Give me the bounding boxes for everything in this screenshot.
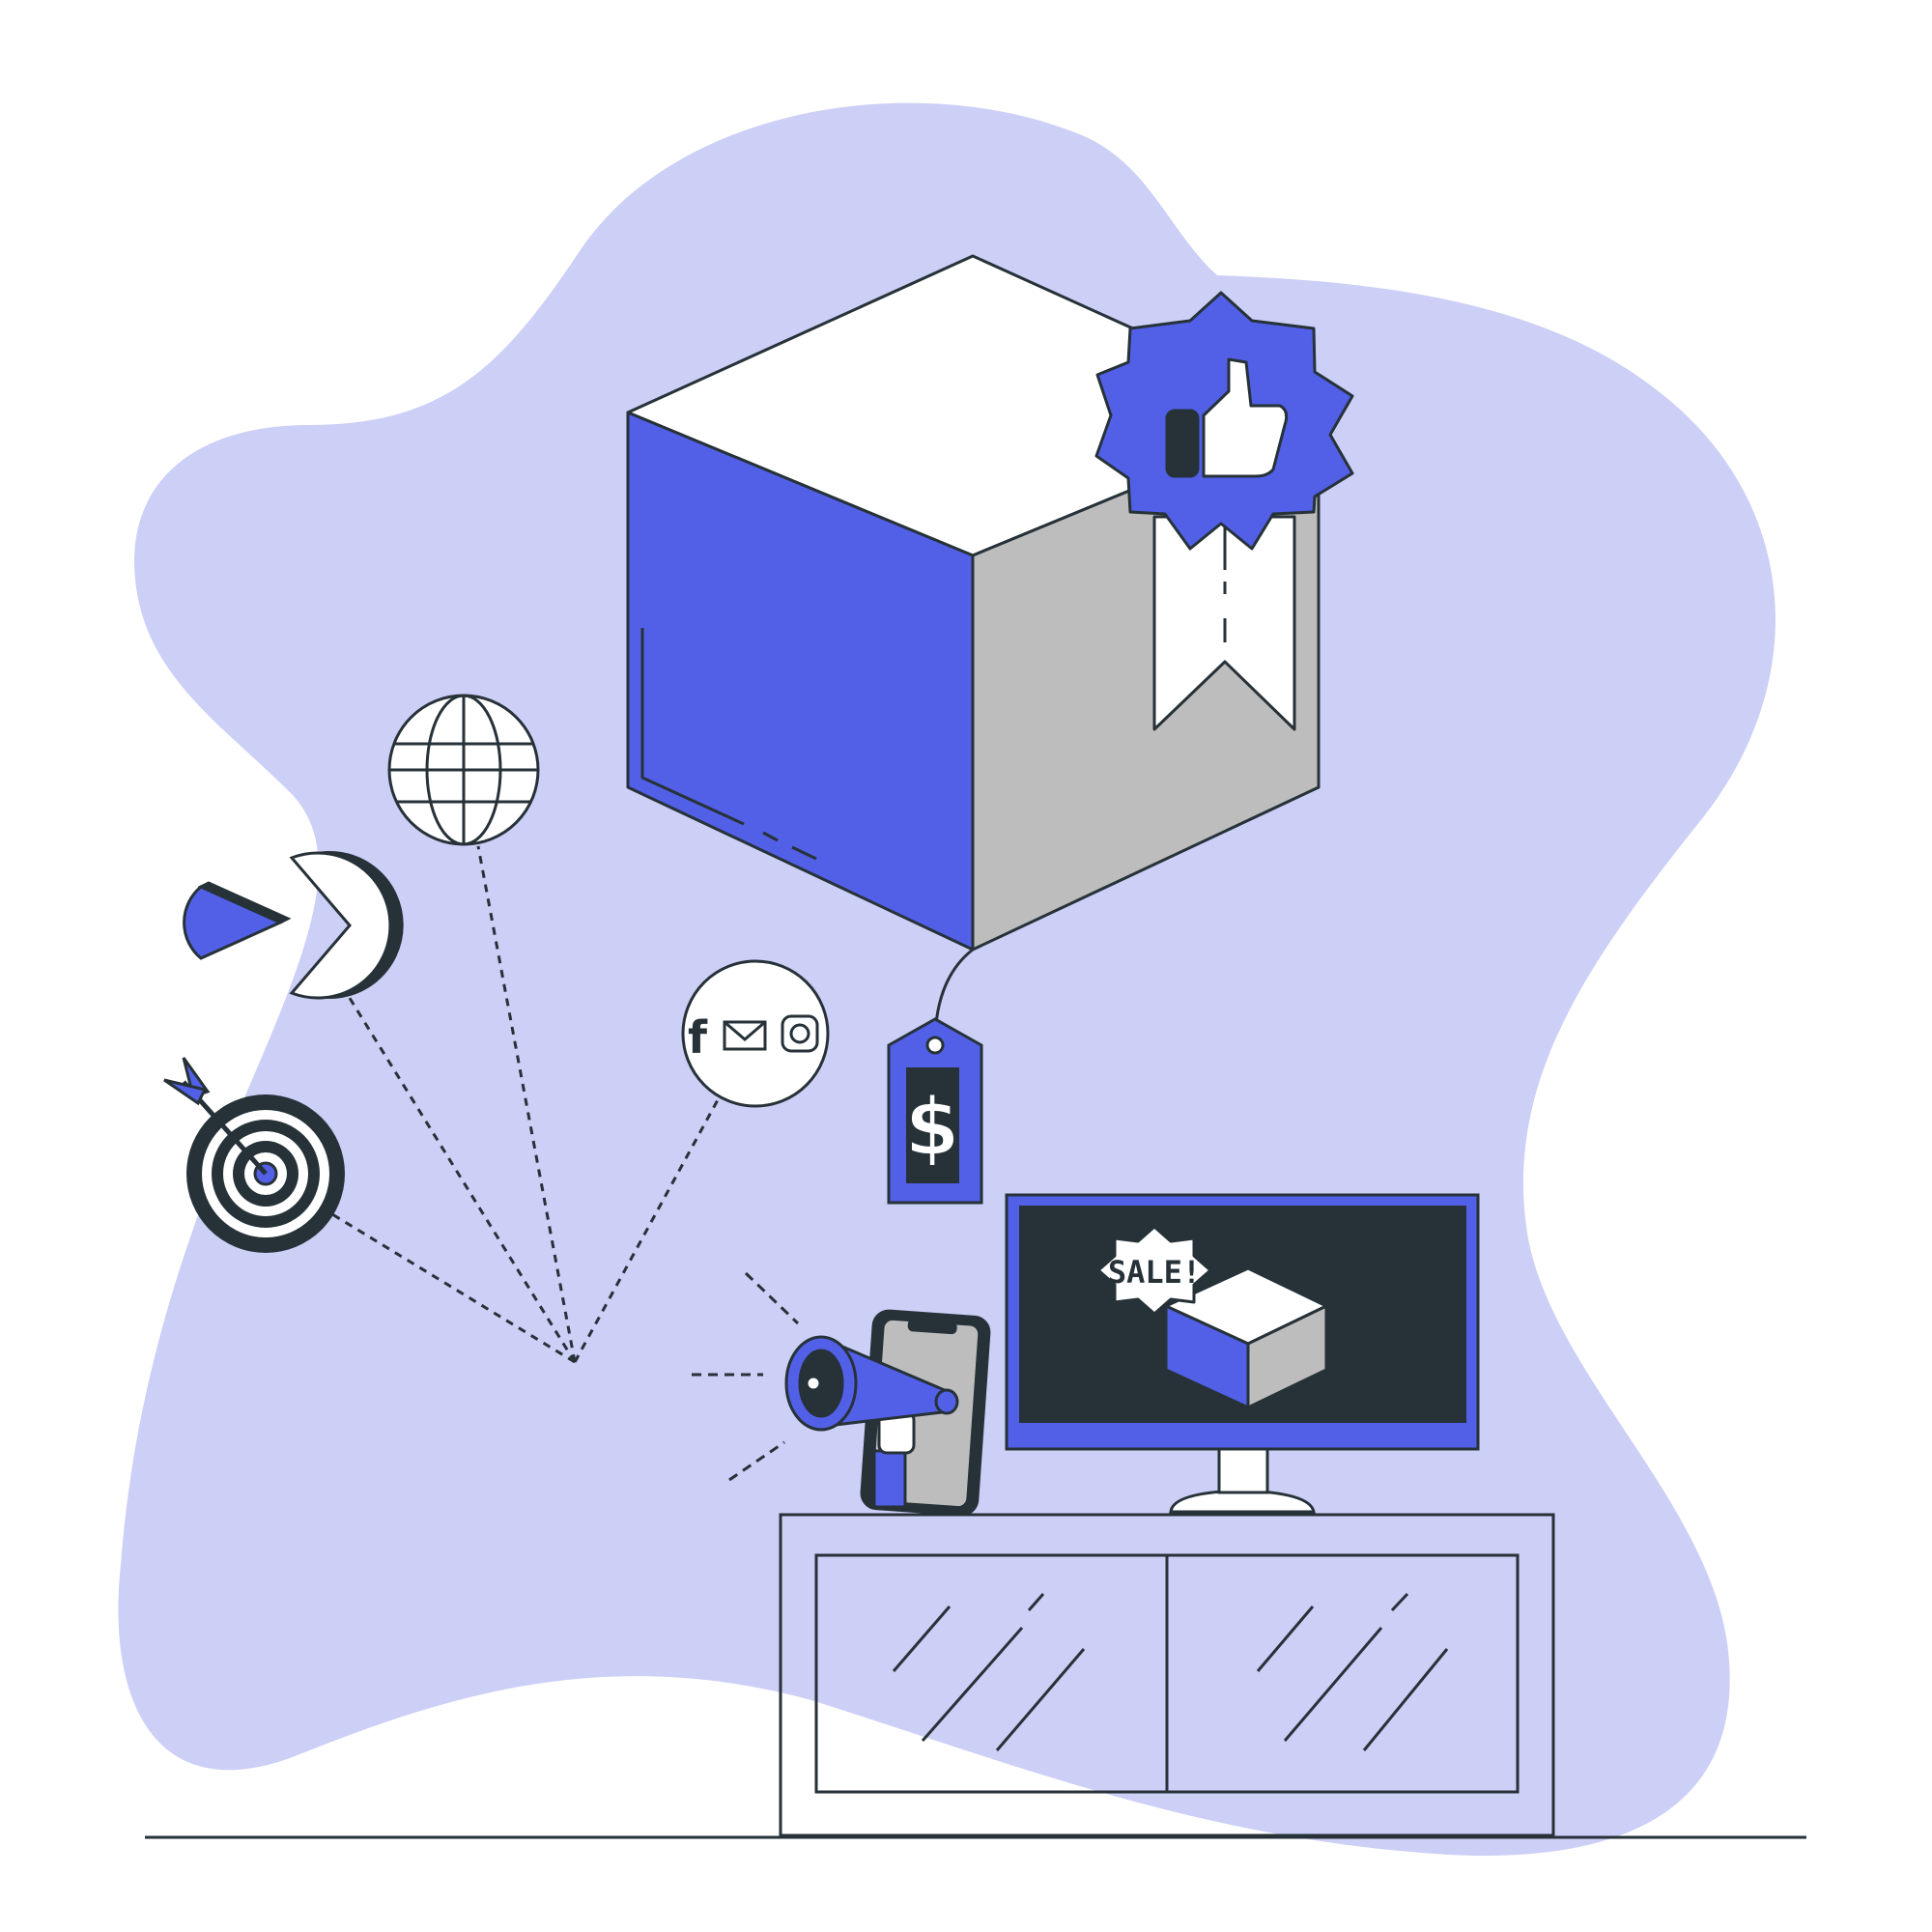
sale-burst — [1096, 1225, 1212, 1316]
globe-icon — [387, 694, 540, 846]
monitor-screen: SALE! — [1096, 1225, 1328, 1409]
thumbs-up-icon — [1165, 357, 1289, 478]
screen-box-right — [1246, 1304, 1328, 1409]
dollar-symbol: $ — [904, 1082, 959, 1174]
glass-reflections — [892, 1592, 1449, 1751]
connection-lines — [265, 845, 722, 1364]
instagram-icon — [781, 1014, 819, 1053]
product-box — [626, 254, 1321, 952]
tv-cabinet — [779, 1513, 1555, 1837]
megaphone-icon — [784, 1335, 959, 1509]
social-media-icon: f — [681, 959, 830, 1108]
sale-badge: SALE! — [1108, 1254, 1201, 1291]
price-tag-icon: $ — [887, 948, 983, 1205]
pie-chart-icon — [183, 851, 404, 1000]
sound-lines — [692, 1271, 800, 1482]
facebook-icon: f — [688, 1011, 708, 1064]
target-icon — [163, 1057, 345, 1253]
monitor — [1005, 1193, 1480, 1514]
mail-icon — [723, 1020, 767, 1051]
